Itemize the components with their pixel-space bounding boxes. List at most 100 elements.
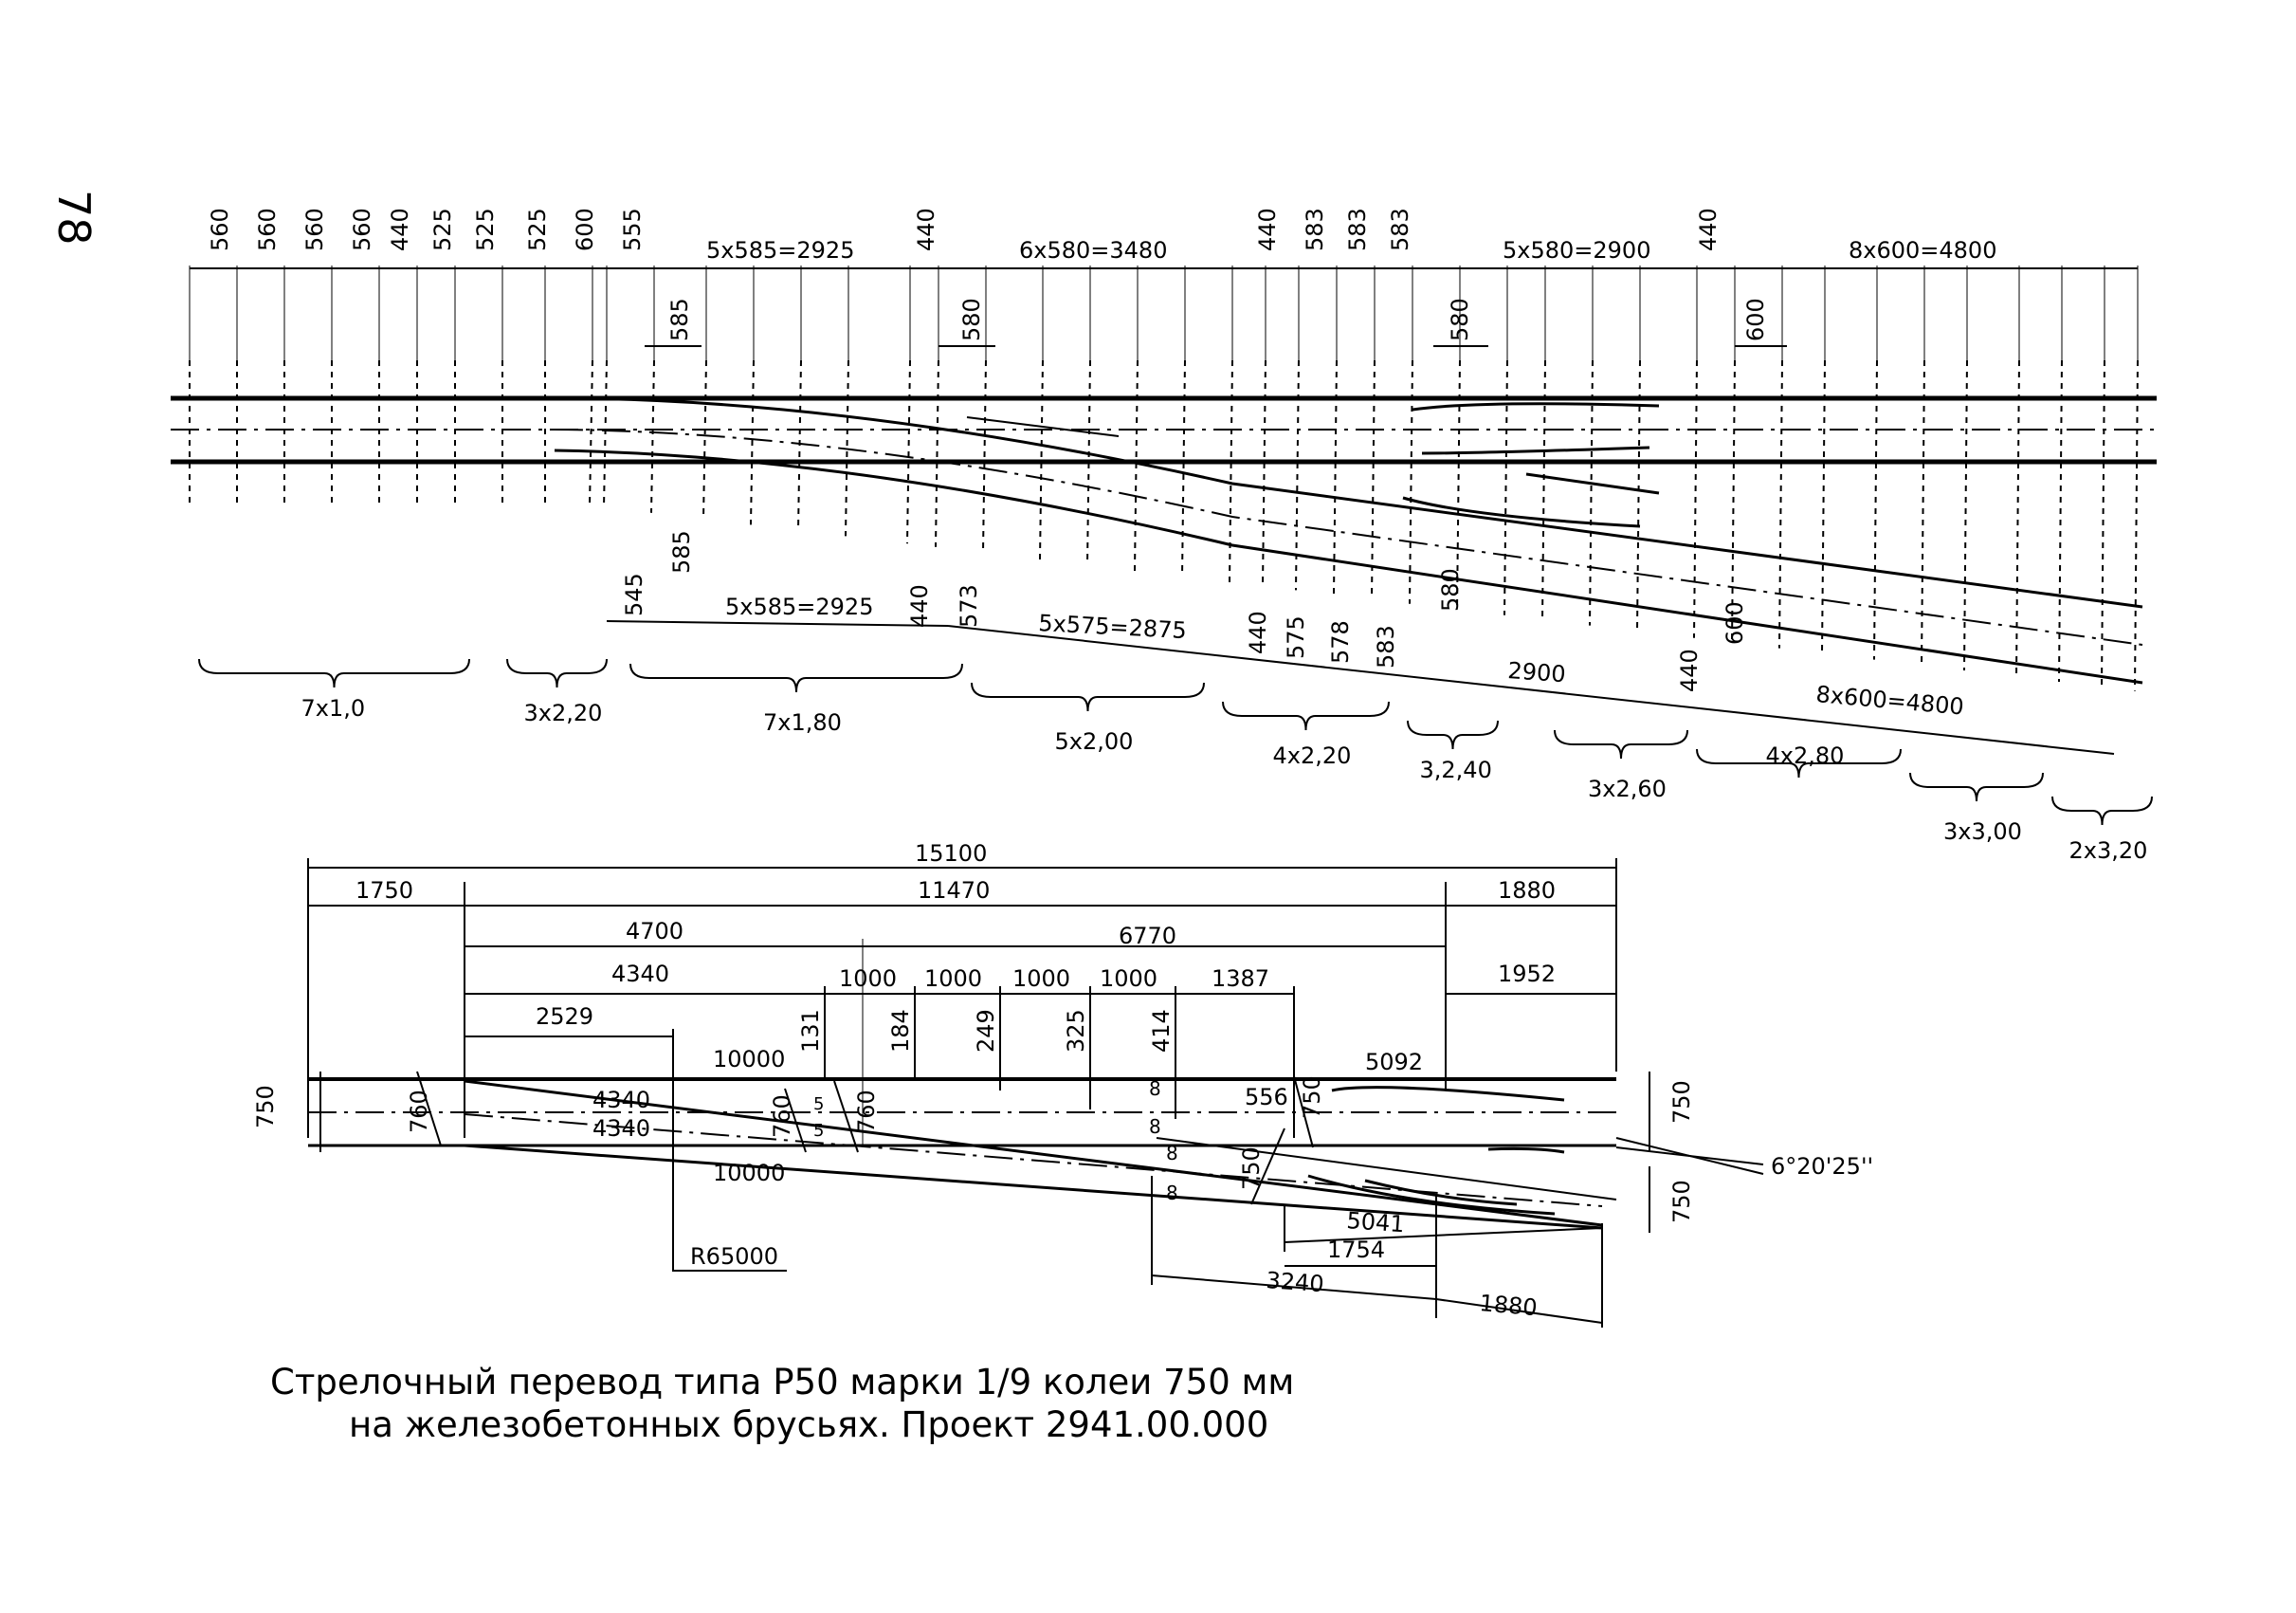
top-spacing-3: 560 <box>301 208 328 251</box>
top-spacing-7: 525 <box>472 208 499 251</box>
chord-4340-a: 4340 <box>592 1087 650 1113</box>
scheme-drawing <box>307 858 1764 1328</box>
top-short-3: 580 <box>1447 298 1473 341</box>
dim-11470: 11470 <box>918 877 990 904</box>
chord-10000-top: 10000 <box>713 1046 785 1072</box>
sleeper <box>1921 359 1925 666</box>
bot-spacing-8: 583 <box>1373 625 1399 669</box>
sleeper <box>1134 359 1139 572</box>
sleepers <box>189 266 2139 691</box>
top-spacing-2: 560 <box>254 208 281 251</box>
sleeper <box>1295 359 1300 591</box>
step-4: 1000 <box>1100 965 1157 992</box>
sleeper <box>2058 359 2063 683</box>
bot-group-3: 2900 <box>1507 657 1567 687</box>
tie-group-label-3: 7x1,80 <box>763 709 842 736</box>
dim-3240: 3240 <box>1266 1267 1325 1297</box>
top-spacing-5: 440 <box>387 208 413 251</box>
tie-group-brace <box>1554 729 1688 760</box>
top-group-1: 5x585=2925 <box>706 237 854 264</box>
tie-group-brace <box>506 658 608 688</box>
sleeper <box>1636 359 1641 632</box>
top-spacing-1: 560 <box>207 208 233 251</box>
gauge-760-a: 760 <box>406 1090 432 1133</box>
sleeper <box>1229 359 1233 583</box>
gauge-750-left: 750 <box>252 1085 279 1128</box>
sleeper <box>702 359 707 520</box>
step-3: 1000 <box>1012 965 1070 992</box>
bot-group-4: 8x600=4800 <box>1814 681 1964 721</box>
gauge-750-b: 750 <box>1238 1146 1265 1190</box>
bot-spacing-11: 600 <box>1722 601 1748 645</box>
bot-spacing-7: 578 <box>1327 620 1354 664</box>
gauge-760-b: 760 <box>769 1094 795 1138</box>
small-8-a: 8 <box>1149 1077 1161 1100</box>
top-spacing-6: 525 <box>429 208 456 251</box>
track-plan <box>171 395 2157 685</box>
sleeper <box>1731 359 1736 643</box>
sleeper <box>1963 359 1968 671</box>
top-spacing-12: 440 <box>1254 208 1281 251</box>
step-1: 1000 <box>839 965 897 992</box>
tie-group-brace <box>198 658 470 688</box>
angle-label: 6°20'25'' <box>1771 1153 1873 1180</box>
overall-length: 15100 <box>915 840 987 867</box>
bot-spacing-3: 440 <box>906 584 933 628</box>
top-short-2: 580 <box>958 298 985 341</box>
top-spacing-4: 560 <box>349 208 375 251</box>
tie-group-label-4: 5x2,00 <box>1055 728 1134 755</box>
top-short-1: 585 <box>666 298 693 341</box>
tie-group-brace <box>1222 701 1390 731</box>
bot-spacing-4: 573 <box>956 584 982 628</box>
gauge-750-a: 750 <box>1299 1075 1325 1119</box>
dim-1880-bottom: 1880 <box>1478 1290 1538 1321</box>
sleeper <box>1589 359 1594 626</box>
small-5-a: 5 <box>813 1094 824 1114</box>
tie-group-label-5: 4x2,20 <box>1273 742 1352 769</box>
top-spacing-8: 525 <box>524 208 551 251</box>
dim-1754: 1754 <box>1327 1237 1385 1263</box>
dim-2529: 2529 <box>536 1003 593 1030</box>
tie-group-brace <box>1696 748 1902 779</box>
sleeper <box>1503 359 1508 615</box>
sleeper <box>2015 359 2020 677</box>
bot-spacing-9: 580 <box>1437 568 1464 612</box>
bot-spacing-10: 440 <box>1676 649 1703 692</box>
sleeper <box>1778 359 1783 649</box>
tie-group-brace <box>1909 772 2044 802</box>
dim-4700: 4700 <box>626 918 683 944</box>
bot-spacing-2: 585 <box>668 530 695 574</box>
tie-group-label-6: 3,2,40 <box>1420 757 1492 783</box>
sleeper <box>603 359 608 507</box>
bot-group-1: 5x585=2925 <box>725 594 873 620</box>
top-spacing-16: 440 <box>1695 208 1722 251</box>
gauge-750-diverge: 750 <box>1668 1180 1695 1223</box>
sleeper <box>650 359 655 513</box>
top-spacing-13: 583 <box>1302 208 1328 251</box>
tie-group-label-8: 4x2,80 <box>1766 742 1845 769</box>
sleeper <box>1086 359 1091 566</box>
sleeper <box>1873 359 1878 660</box>
dim-5092: 5092 <box>1365 1049 1423 1075</box>
gauge-760-c: 760 <box>853 1090 880 1133</box>
sleeper <box>750 359 755 525</box>
gauge-750-right: 750 <box>1668 1080 1695 1124</box>
offset-249: 249 <box>973 1009 999 1053</box>
top-spacing-11: 440 <box>913 208 939 251</box>
tie-group-label-10: 2x3,20 <box>2069 837 2148 864</box>
sleeper <box>1181 359 1186 577</box>
top-short-4: 600 <box>1742 298 1769 341</box>
top-group-2: 6x580=3480 <box>1019 237 1167 264</box>
sleeper <box>2101 359 2105 687</box>
tie-group-label-9: 3x3,00 <box>1943 818 2022 845</box>
sleeper <box>1693 359 1698 638</box>
bottom-dimension-chain <box>606 620 2115 755</box>
tie-group-label-2: 3x2,20 <box>524 700 603 726</box>
sleeper <box>1821 359 1826 654</box>
tie-group-label-7: 3x2,60 <box>1588 776 1667 802</box>
dim-1750: 1750 <box>355 877 413 904</box>
tie-group-braces <box>198 658 2153 826</box>
